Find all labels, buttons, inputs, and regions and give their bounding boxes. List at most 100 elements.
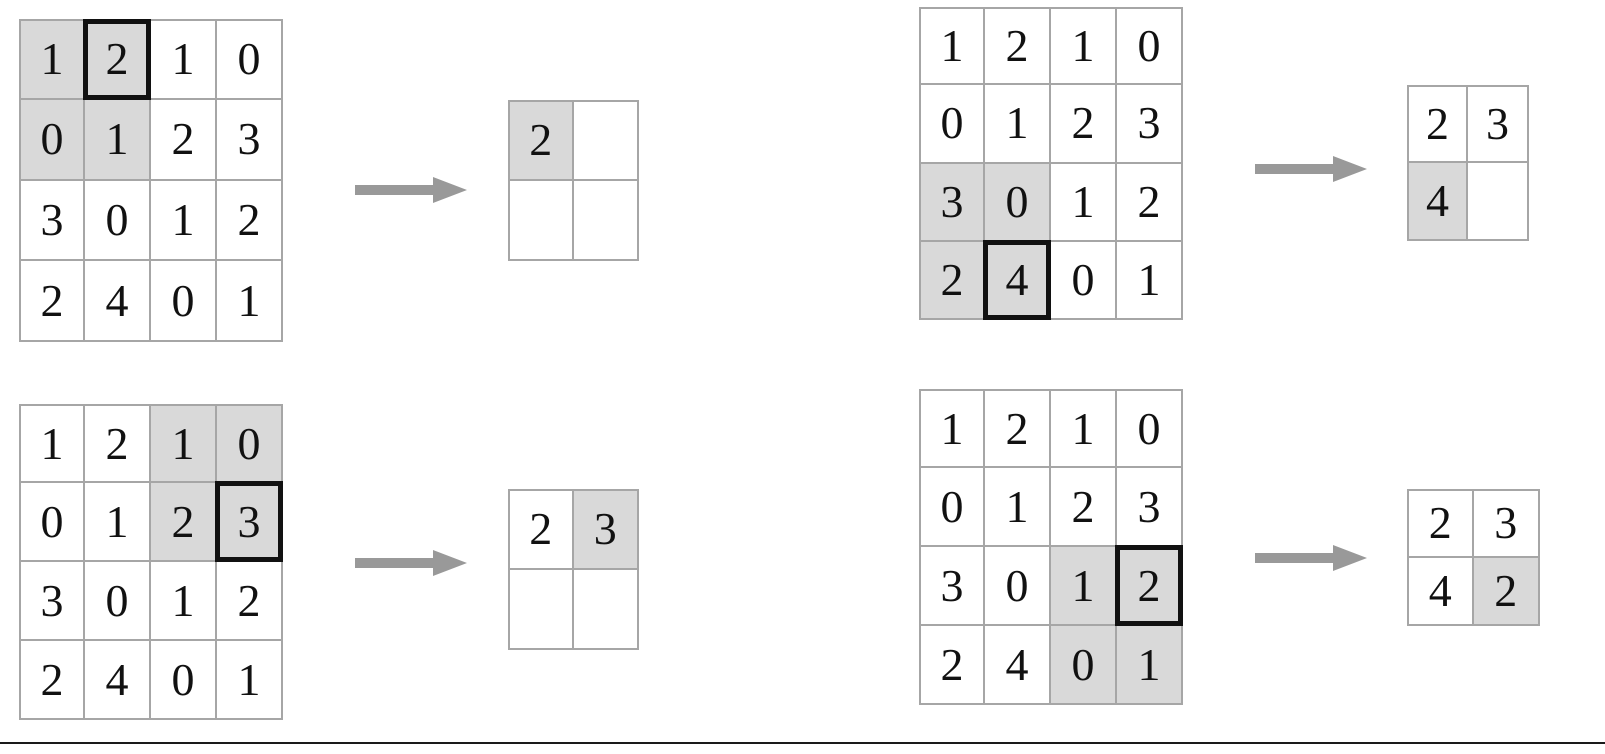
input-cell-r1-c2[interactable]: 2 [1051, 85, 1117, 164]
input-cell-r0-c0[interactable]: 1 [19, 404, 85, 483]
input-cell-r2-c3[interactable]: 2 [217, 562, 283, 641]
input-cell-r0-c3[interactable]: 0 [1117, 7, 1183, 86]
input-cell-r2-c3[interactable]: 2 [217, 180, 283, 262]
input-cell-r3-c1[interactable]: 4 [85, 641, 151, 720]
input-cell-r0-c1[interactable]: 2 [985, 7, 1051, 86]
input-cell-r3-c2[interactable]: 0 [1051, 626, 1117, 705]
output-cell-r0-c0[interactable]: 2 [1407, 489, 1474, 558]
input-cell-r1-c0[interactable]: 0 [919, 468, 985, 547]
right-arrow-icon-top-right [1255, 155, 1367, 183]
input-cell-r0-c0[interactable]: 1 [19, 19, 85, 100]
cell-value: 0 [1137, 402, 1161, 454]
input-cell-r2-c1[interactable]: 0 [985, 547, 1051, 626]
output-cell-r0-c1[interactable] [573, 100, 639, 181]
input-cell-r2-c2[interactable]: 1 [151, 562, 217, 641]
cell-value: 1 [940, 20, 964, 72]
output-cell-r1-c0[interactable]: 4 [1407, 557, 1474, 626]
input-cell-r1-c1[interactable]: 1 [985, 85, 1051, 164]
output-cell-r0-c0[interactable]: 2 [508, 100, 574, 181]
input-cell-r0-c1[interactable]: 2 [83, 19, 151, 100]
input-cell-r3-c3[interactable]: 1 [217, 641, 283, 720]
input-cell-r0-c0[interactable]: 1 [919, 389, 985, 468]
input-cell-r3-c3[interactable]: 1 [217, 261, 283, 342]
input-cell-r3-c0[interactable]: 2 [919, 626, 985, 705]
input-cell-r1-c0[interactable]: 0 [19, 483, 85, 562]
output-cell-r1-c1[interactable] [573, 180, 639, 261]
input-cell-r2-c3[interactable]: 2 [1117, 163, 1183, 242]
output-cell-r0-c1[interactable]: 3 [573, 489, 639, 570]
input-cell-r3-c2[interactable]: 0 [1051, 241, 1117, 320]
input-cell-r2-c0[interactable]: 3 [919, 547, 985, 626]
input-cell-r2-c0[interactable]: 3 [19, 562, 85, 641]
input-cell-r3-c1[interactable]: 4 [983, 239, 1051, 321]
input-cell-r3-c0[interactable]: 2 [919, 241, 985, 320]
output-cell-r1-c1[interactable]: 2 [1473, 557, 1540, 626]
input-cell-r0-c2[interactable]: 1 [151, 19, 217, 100]
input-cell-r0-c2[interactable]: 1 [1051, 7, 1117, 86]
input-cell-r1-c1[interactable]: 1 [85, 483, 151, 562]
output-cell-r1-c0[interactable] [508, 569, 574, 650]
cell-value: 1 [940, 402, 964, 454]
input-cell-r3-c2[interactable]: 0 [151, 641, 217, 720]
cell-value: 1 [105, 495, 129, 547]
input-cell-r1-c3[interactable]: 3 [1117, 468, 1183, 547]
cell-value: 0 [171, 274, 195, 326]
input-cell-r2-c2[interactable]: 1 [1051, 163, 1117, 242]
input-cell-r1-c3[interactable]: 3 [217, 99, 283, 181]
output-cell-r0-c1[interactable]: 3 [1473, 489, 1540, 558]
cell-value: 2 [1005, 402, 1029, 454]
input-cell-r3-c3[interactable]: 1 [1117, 241, 1183, 320]
input-cell-r0-c3[interactable]: 0 [1117, 389, 1183, 468]
cell-value: 3 [1486, 98, 1509, 149]
input-cell-r2-c3[interactable]: 2 [1115, 545, 1183, 626]
input-cell-r2-c0[interactable]: 3 [919, 163, 985, 242]
input-cell-r2-c1[interactable]: 0 [85, 180, 151, 262]
input-cell-r2-c1[interactable]: 0 [985, 163, 1051, 242]
input-cell-r1-c2[interactable]: 2 [151, 483, 217, 562]
output-cell-r1-c0[interactable] [508, 180, 574, 261]
input-cell-r0-c2[interactable]: 1 [1051, 389, 1117, 468]
input-cell-r1-c2[interactable]: 2 [151, 99, 217, 181]
cell-value: 2 [1071, 97, 1095, 149]
output-cell-r1-c0[interactable]: 4 [1407, 163, 1468, 241]
input-cell-r3-c1[interactable]: 4 [985, 626, 1051, 705]
cell-value: 3 [1494, 497, 1518, 549]
input-cell-r0-c3[interactable]: 0 [217, 404, 283, 483]
cell-value: 2 [1137, 559, 1161, 611]
input-cell-r3-c2[interactable]: 0 [151, 261, 217, 342]
output-cell-r0-c0[interactable]: 2 [508, 489, 574, 570]
input-cell-r0-c0[interactable]: 1 [919, 7, 985, 86]
cell-value: 4 [1428, 564, 1452, 616]
input-cell-r3-c0[interactable]: 2 [19, 641, 85, 720]
cell-value: 1 [171, 33, 195, 85]
input-cell-r1-c2[interactable]: 2 [1051, 468, 1117, 547]
input-cell-r0-c1[interactable]: 2 [85, 404, 151, 483]
output-cell-r1-c1[interactable] [573, 569, 639, 650]
input-cell-r1-c1[interactable]: 1 [985, 468, 1051, 547]
input-cell-r1-c0[interactable]: 0 [19, 99, 85, 181]
input-cell-r1-c3[interactable]: 3 [1117, 85, 1183, 164]
input-cell-r3-c1[interactable]: 4 [85, 261, 151, 342]
cell-value: 1 [1071, 559, 1095, 611]
output-cell-r0-c0[interactable]: 2 [1407, 85, 1468, 163]
input-cell-r2-c2[interactable]: 1 [151, 180, 217, 262]
input-cell-r1-c1[interactable]: 1 [85, 99, 151, 181]
input-cell-r2-c1[interactable]: 0 [85, 562, 151, 641]
cell-value: 1 [40, 417, 64, 469]
input-cell-r2-c0[interactable]: 3 [19, 180, 85, 262]
input-cell-r2-c2[interactable]: 1 [1051, 547, 1117, 626]
input-cell-r0-c2[interactable]: 1 [151, 404, 217, 483]
cell-value: 1 [1071, 20, 1095, 72]
input-cell-r0-c1[interactable]: 2 [985, 389, 1051, 468]
input-cell-r1-c0[interactable]: 0 [919, 85, 985, 164]
input-cell-r3-c3[interactable]: 1 [1117, 626, 1183, 705]
output-cell-r1-c1[interactable] [1468, 163, 1529, 241]
output-cell-r0-c1[interactable]: 3 [1468, 85, 1529, 163]
input-cell-r1-c3[interactable]: 3 [215, 481, 283, 562]
input-cell-r0-c3[interactable]: 0 [217, 19, 283, 100]
cell-value: 1 [237, 653, 261, 705]
input-cell-r3-c0[interactable]: 2 [19, 261, 85, 342]
cell-value: 2 [105, 417, 129, 469]
